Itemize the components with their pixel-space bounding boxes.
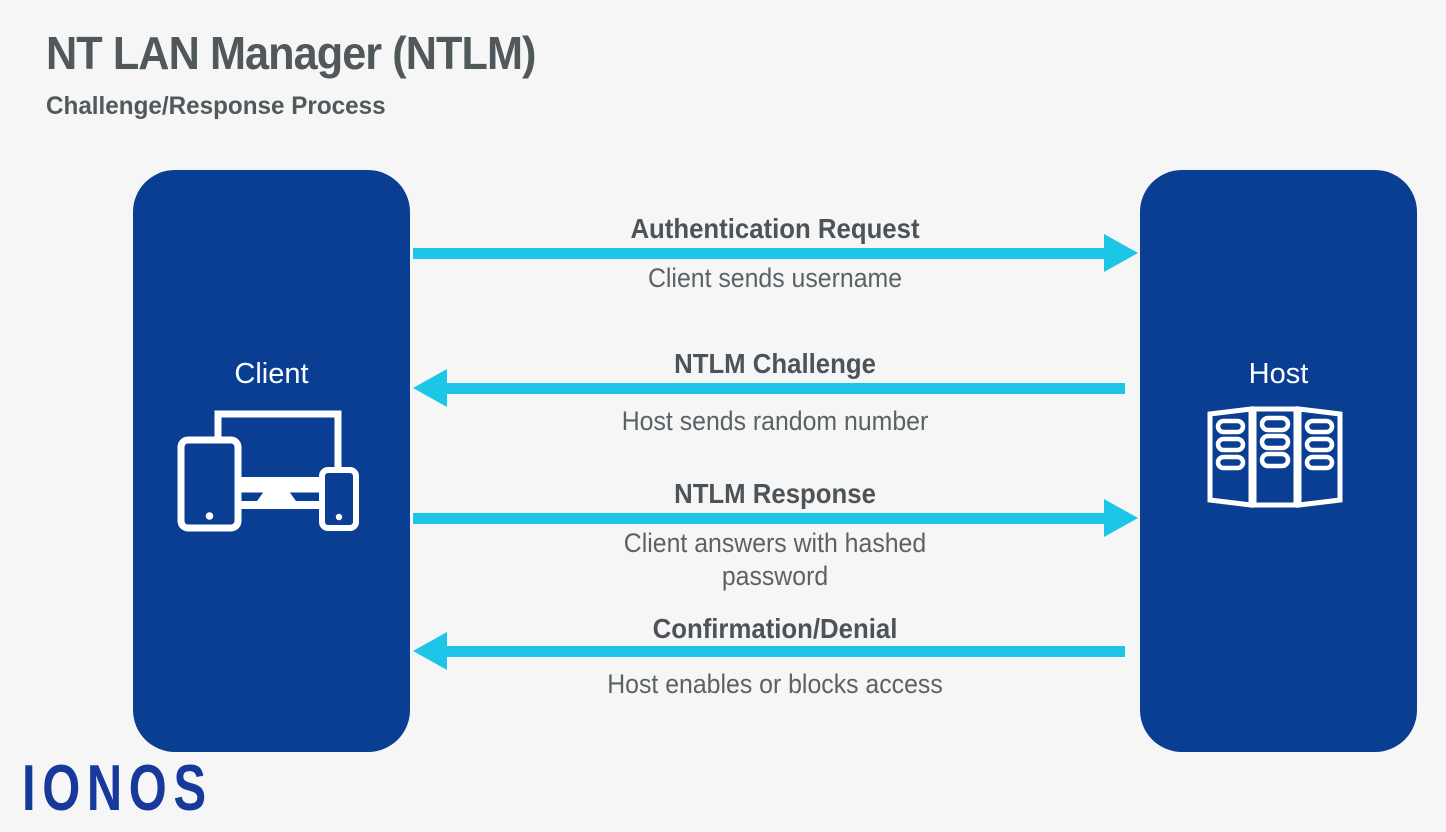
server-rack-icon	[1207, 406, 1343, 508]
arrow-right-head-icon	[1104, 234, 1138, 272]
devices-icon	[177, 410, 359, 532]
page-subtitle: Challenge/Response Process	[46, 92, 386, 120]
arrow-right-head-icon	[1104, 499, 1138, 537]
host-node	[1140, 170, 1417, 752]
arrow-left-shaft	[446, 383, 1125, 394]
step-2-title: NTLM Challenge	[674, 348, 876, 379]
arrow-left-head-icon	[413, 369, 447, 407]
ionos-logo: IONOS	[22, 750, 213, 824]
page-title: NT LAN Manager (NTLM)	[46, 27, 536, 79]
step-2-description: Host sends random number	[621, 406, 929, 436]
step-1-description: Client sends username	[647, 263, 903, 293]
arrow-right-shaft	[413, 513, 1105, 524]
arrow-right-shaft	[413, 248, 1105, 259]
step-1-title: Authentication Request	[630, 213, 920, 244]
step-3-title: NTLM Response	[674, 478, 876, 509]
arrow-left-shaft	[446, 646, 1125, 657]
step-4-title: Confirmation/Denial	[652, 613, 898, 644]
host-node-label: Host	[1248, 358, 1309, 390]
arrow-left-head-icon	[413, 632, 447, 670]
step-4-description: Host enables or blocks access	[607, 669, 943, 699]
client-node-label: Client	[234, 358, 309, 390]
step-3-description: Client answers with hashed password	[623, 528, 927, 591]
